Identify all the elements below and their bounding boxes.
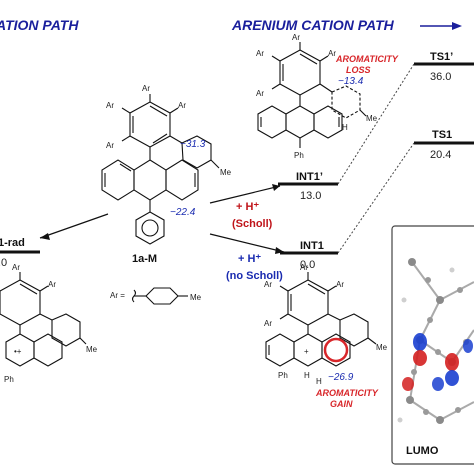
aryl-label: Ar — [48, 280, 56, 289]
ring — [279, 49, 321, 96]
aromatic-ring-highlight — [323, 337, 349, 363]
lumo-frame — [391, 225, 474, 465]
scholl-label: (Scholl) — [232, 218, 273, 230]
ring — [129, 101, 171, 148]
hydrogen-label: H — [342, 123, 348, 132]
level-ts1: TS1 20.4 — [414, 129, 474, 161]
methyl-label: Me — [220, 168, 232, 177]
ring — [265, 333, 295, 367]
methyl-label: Me — [366, 114, 378, 123]
ring — [331, 85, 361, 119]
phenyl-label: Ph — [278, 371, 288, 380]
hydrogen-label: H — [304, 371, 310, 380]
level-label-int1: INT1 — [300, 240, 324, 252]
level-energy-ts1-prime: 36.0 — [430, 71, 451, 83]
ring — [133, 159, 167, 201]
level-1-rad: 1-rad .0 — [0, 237, 40, 269]
aryl-label: Ar — [256, 89, 264, 98]
aromaticity-gain-label: AROMATICITY — [315, 388, 379, 398]
aryl-label: Ar — [106, 101, 114, 110]
ring — [101, 159, 135, 201]
methyl-label: Me — [376, 343, 388, 352]
aryl-label: Ar — [300, 263, 308, 272]
phenyl-label: Ph — [4, 375, 14, 384]
level-ts1-prime: TS1’ 36.0 — [414, 51, 474, 83]
header-arrow-head — [452, 22, 462, 30]
arrow-to-1-rad — [39, 213, 109, 240]
lumo-orbital-lobes — [402, 333, 473, 391]
ring — [165, 159, 199, 201]
nics-value-bottom: −22.4 — [170, 207, 196, 218]
ring — [313, 105, 343, 139]
radical-cation-sign: •+ — [14, 347, 22, 356]
methyl-label: Me — [190, 293, 202, 302]
ring — [135, 211, 165, 245]
aromaticity-loss-label: AROMATICITY — [335, 54, 399, 64]
aromaticity-gain-label-2: GAIN — [330, 399, 353, 409]
level-energy-ts1: 20.4 — [430, 149, 451, 161]
cation-plus-sign: + — [304, 347, 309, 356]
ring — [257, 105, 287, 139]
methyl-label: Me — [86, 345, 98, 354]
level-label-ts1: TS1 — [432, 129, 452, 141]
ring — [0, 279, 41, 326]
level-int1-prime: INT1’ 13.0 — [278, 171, 338, 202]
arrow-to-int1-prime — [209, 184, 281, 204]
aryl-label: Ar — [328, 49, 336, 58]
molecule-int1-prime: Ar Ar Ar Ar Me H AROMATICITY LOSS −13.4 … — [256, 33, 399, 160]
arrow-to-int1 — [209, 233, 285, 254]
ring — [287, 279, 329, 326]
ring — [321, 333, 351, 367]
level-label-ts1-prime: TS1’ — [430, 51, 453, 63]
phenyl-label: Ph — [294, 151, 304, 160]
level-energy-int1-prime: 13.0 — [300, 190, 321, 202]
aryl-label: Ar — [264, 319, 272, 328]
level-energy-1-rad: .0 — [0, 257, 7, 269]
ring — [285, 105, 315, 139]
aromaticity-loss-label-2: LOSS — [346, 65, 371, 75]
aryl-label: Ar — [142, 84, 150, 93]
molecule-1a-m: Ar Ar Ar Ar Me −31.3 −22.4 1a-M Ar = Me — [101, 84, 232, 305]
nics-value-top: −31.3 — [180, 139, 206, 150]
aryl-label: Ar — [106, 141, 114, 150]
aryl-label: Ar — [264, 280, 272, 289]
nics-value-int1-prime: −13.4 — [338, 76, 364, 87]
scholl-proton-label: + H⁺ — [236, 201, 259, 213]
level-int1: INT1 0.0 — [280, 240, 338, 271]
ring — [51, 313, 81, 347]
no-scholl-proton-label: + H⁺ — [238, 253, 261, 265]
aryl-label: Ar — [292, 33, 300, 42]
hydrogen-label: H — [316, 377, 322, 386]
aryl-label: Ar — [178, 101, 186, 110]
nics-value-int1: −26.9 — [328, 372, 354, 383]
right-path-header: ARENIUM CATION PATH — [231, 17, 395, 33]
compound-label: 1a-M — [132, 253, 157, 265]
no-scholl-label: (no Scholl) — [226, 270, 283, 282]
level-label-1-rad: 1-rad — [0, 237, 25, 249]
aryl-label: Ar — [256, 49, 264, 58]
level-energy-int1: 0.0 — [300, 259, 315, 271]
aryl-label: Ar — [12, 263, 20, 272]
molecule-int1: Ar Ar Ar Ar Me + Ph H H −26.9 AROMATICIT… — [264, 263, 388, 409]
lumo-panel: LUMO — [391, 225, 474, 465]
level-label-int1-prime: INT1’ — [296, 171, 323, 183]
ring — [145, 287, 179, 305]
aryl-definition-label: Ar = — [110, 291, 125, 300]
left-path-header: ATION PATH — [0, 17, 79, 33]
ring — [33, 333, 63, 367]
molecule-1-rad: Ar Ar Me •+ Ph — [0, 263, 98, 384]
lumo-label: LUMO — [406, 445, 439, 457]
aryl-label: Ar — [336, 280, 344, 289]
